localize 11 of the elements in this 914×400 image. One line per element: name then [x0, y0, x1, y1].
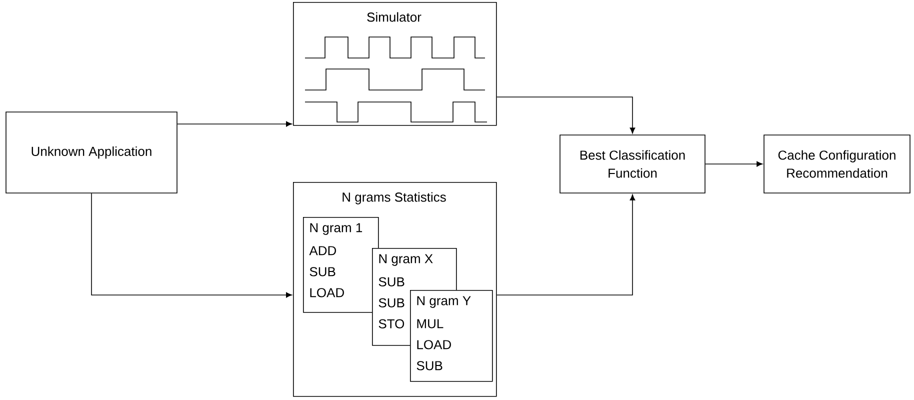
arrow	[705, 161, 763, 167]
arrow	[496, 96, 636, 134]
arrow	[496, 194, 636, 296]
process-box: Best Classification Function	[560, 134, 706, 194]
ngram-card: N gram Y MUL LOAD SUB	[410, 290, 493, 382]
ngram-card: N gram 1 ADD SUB LOAD	[303, 217, 379, 313]
arrow	[177, 121, 292, 127]
process-box: Unknown Application	[6, 112, 178, 194]
panel-box: Simulator	[293, 2, 497, 126]
arrow	[91, 193, 292, 298]
process-box: Cache Configuration Recommendation	[764, 134, 910, 194]
